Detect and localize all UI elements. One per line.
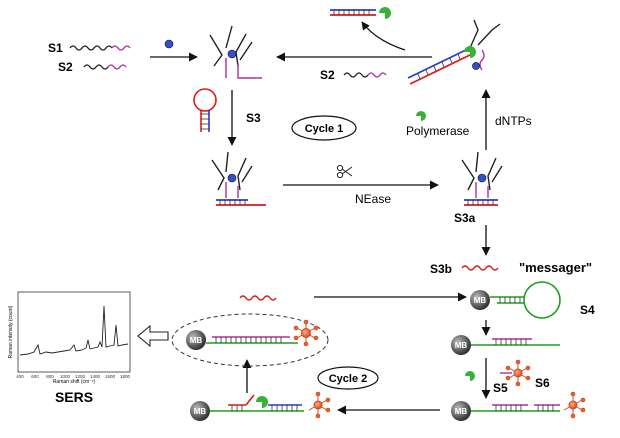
mb-label-sandwich: MB (455, 407, 468, 416)
label-cycle1: Cycle 1 (305, 123, 344, 135)
dnazyme-complex-3 (461, 151, 503, 206)
polymerase-icon-2 (465, 371, 475, 381)
label-cycle2: Cycle 2 (329, 373, 368, 385)
s2-release-strand-black (343, 72, 369, 78)
scissors-icon (336, 164, 353, 179)
label-sers: SERS (55, 389, 93, 405)
label-polymerase: Polymerase (406, 124, 470, 138)
label-s5: S5 (493, 381, 508, 395)
opened-s4-on-mb: MB (451, 335, 560, 355)
spectrum-tick: 1800 (120, 374, 131, 379)
sandwich-complex-on-mb: MB (451, 391, 586, 421)
sers-spectrum-trace (19, 305, 129, 356)
cycle2-ellipse (317, 366, 379, 390)
arrow-release-curve (361, 21, 406, 51)
label-s3b: S3b (430, 262, 452, 276)
s2-strand-purple (107, 64, 127, 70)
label-s3a: S3a (454, 211, 476, 225)
mb-label-opened: MB (455, 341, 468, 350)
cycle1-ellipse (291, 115, 357, 141)
label-messager: "messager" (519, 260, 592, 275)
messager-strand (461, 265, 499, 271)
spectrum-ylabel: Raman intensity (count) (8, 305, 14, 358)
extension-product-duplex (330, 7, 391, 19)
label-s4: S4 (580, 303, 595, 317)
sers-spectrum-inset: Raman intensity (count) Raman shift (cm⁻… (8, 291, 131, 385)
spectrum-tick: 1600 (105, 374, 116, 379)
metal-ion-icon (164, 39, 174, 49)
complex-with-polymerase (407, 19, 501, 85)
spectrum-xlabel: Raman shift (cm⁻¹) (53, 379, 96, 385)
spectrum-tick: 400 (16, 374, 24, 379)
s6-raman-reporter-icon (500, 359, 531, 387)
captured-complex-on-mb: MB (186, 319, 319, 350)
messager-strand-2 (239, 295, 277, 301)
label-nease: NEase (355, 192, 391, 206)
label-s2: S2 (58, 60, 73, 74)
s1-strand-purple (111, 45, 131, 51)
mb-label-captured: MB (190, 336, 203, 345)
dashed-capture-ellipse (171, 313, 329, 367)
polymerase-icon (416, 111, 426, 121)
spectrum-tick-labels: 400 600 800 1000 1200 1400 1600 1800 (16, 374, 130, 379)
spectrum-tick: 800 (46, 374, 54, 379)
mb-label-s4: MB (474, 296, 487, 305)
s2-release-strand-purple (367, 72, 387, 78)
s3-hairpin-icon (193, 88, 217, 132)
mb-label-displacement: MB (194, 407, 207, 416)
s4-hairpin-on-mb: MB (470, 281, 561, 319)
spectrum-tick: 600 (31, 374, 39, 379)
dnazyme-complex-1 (209, 25, 262, 79)
s2-strand-black (83, 64, 109, 70)
dnazyme-complex-2 (211, 151, 266, 206)
s1-strand-black (69, 45, 113, 51)
label-s1: S1 (48, 41, 63, 55)
label-s6: S6 (535, 376, 550, 390)
label-dntps: dNTPs (495, 114, 532, 128)
hollow-arrow-to-sers (137, 324, 169, 348)
spectrum-tick: 1400 (90, 374, 101, 379)
spectrum-tick: 1000 (60, 374, 71, 379)
displacement-complex-on-mb: MB (190, 391, 331, 421)
label-s2-release: S2 (320, 68, 335, 82)
spectrum-tick: 1200 (75, 374, 86, 379)
label-s3: S3 (246, 111, 261, 125)
